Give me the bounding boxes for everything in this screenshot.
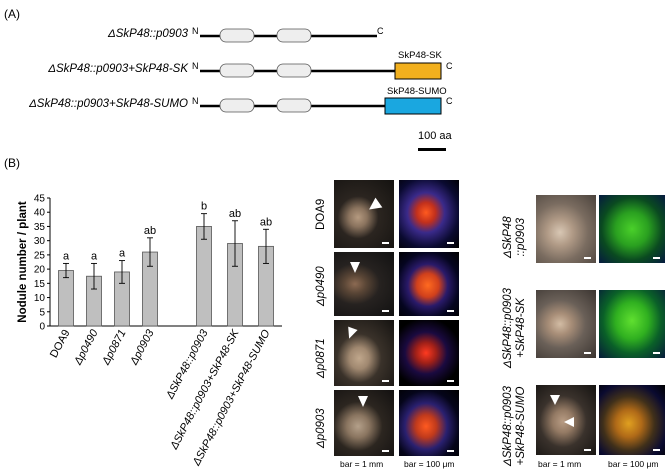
section-skp48-p0903 [599,195,665,263]
y-tick-label: 0 [39,322,45,333]
sample-label-p0490: Δp0490 [315,266,327,306]
y-tick-label: 5 [39,307,45,318]
construct-3-name: ΔSkP48::p0903+SkP48-SUMO [29,98,188,110]
white-arrowhead-icon [564,417,574,427]
significance-letter: a [91,250,98,262]
scale-bar [382,310,389,312]
y-tick-label: 40 [34,208,46,219]
scale-bar [653,257,660,259]
white-arrowhead-icon [358,396,368,407]
scale-bar [382,242,389,244]
scale-bar [447,242,454,244]
scale-bar [584,257,591,259]
significance-letter: a [119,248,126,260]
photo-p0903-nodule [334,390,394,456]
category-label: Δp0903 [128,327,157,368]
y-tick-label: 20 [34,265,46,276]
sample-label-p0903: Δp0903 [315,408,327,448]
construct-2-tag-label: SkP48-SK [398,50,442,61]
sample-label-p0871: Δp0871 [315,338,327,378]
scale-bar [447,380,454,382]
photo-doa9-nodule [334,180,394,248]
left-caption-1mm: bar = 1 mm [340,459,384,469]
construct-2-n: N [192,61,199,71]
section-p0903 [399,390,459,456]
scale-bar-line [418,148,446,151]
white-arrowhead-icon [350,262,360,273]
significance-letter: ab [229,208,241,220]
panel-a-label: (A) [4,7,20,21]
scale-bar [382,380,389,382]
y-tick-label: 15 [34,279,46,290]
scale-bar-label: 100 aa [418,130,452,142]
construct-3-c: C [446,96,453,106]
construct-1-diagram [200,28,377,43]
construct-3-tag-label: SkP48-SUMO [387,86,447,97]
construct-1-c: C [377,26,384,36]
construct-3-tag-box [384,97,442,115]
white-arrowhead-icon [365,197,383,215]
section-skp48-sumo [599,385,665,455]
sample-label-skp48-p0903: ΔSkP48 ::p0903 [502,216,527,258]
construct-3-diagram [200,97,442,115]
significance-letter: b [201,201,207,213]
y-tick-label: 30 [34,236,46,247]
photo-p0490-nodule [334,252,394,316]
y-tick-label: 25 [34,250,46,261]
significance-letter: ab [260,216,272,228]
section-p0871 [399,320,459,386]
scale-bar [584,352,591,354]
bar [58,270,74,327]
y-axis-label: Nodule number / plant [17,201,29,323]
category-label: DOA9 [48,328,73,360]
right-caption-1mm: bar = 1 mm [538,459,582,469]
photo-skp48-sk-nodule [536,290,596,358]
y-tick-label: 45 [34,194,46,205]
left-caption-100um: bar = 100 μm [404,459,455,469]
sample-label-doa9: DOA9 [315,198,327,230]
bar [196,226,212,327]
section-p0490 [399,252,459,316]
scale-bar [653,449,660,451]
category-label: Δp0871 [100,328,129,368]
significance-letter: a [63,250,70,262]
construct-3-n: N [192,96,199,106]
significance-letter: ab [144,225,156,237]
construct-1-n: N [192,26,199,36]
section-doa9 [399,180,459,248]
construct-2-c: C [446,61,453,71]
scale-bar [447,310,454,312]
category-label: Δp0490 [72,327,101,368]
photo-p0871-nodule [334,320,394,386]
photo-skp48-p0903-nodule [536,195,596,263]
construct-2-name: ΔSkP48::p0903+SkP48-SK [48,63,188,75]
sample-label-skp48-sk: ΔSkP48::p0903 +SkP48-SK [502,288,527,368]
section-skp48-sk [599,290,665,358]
white-arrowhead-icon [344,326,358,341]
construct-2-tag-box [394,62,442,80]
scale-bar [653,352,660,354]
construct-1-name: ΔSkP48::p0903 [108,28,188,40]
construct-2-diagram [200,62,442,80]
white-arrowhead-icon [550,395,560,405]
panel-b-label: (B) [4,156,20,170]
y-tick-label: 10 [34,293,46,304]
y-tick-label: 35 [34,222,46,233]
scale-bar [447,450,454,452]
sample-label-skp48-sumo: ΔSkP48::p0903 +SkP48-SUMO [502,386,527,466]
right-caption-100um: bar = 100 μm [608,459,659,469]
scale-bar [382,450,389,452]
photo-skp48-sumo-nodule [536,385,596,455]
scale-bar [584,449,591,451]
